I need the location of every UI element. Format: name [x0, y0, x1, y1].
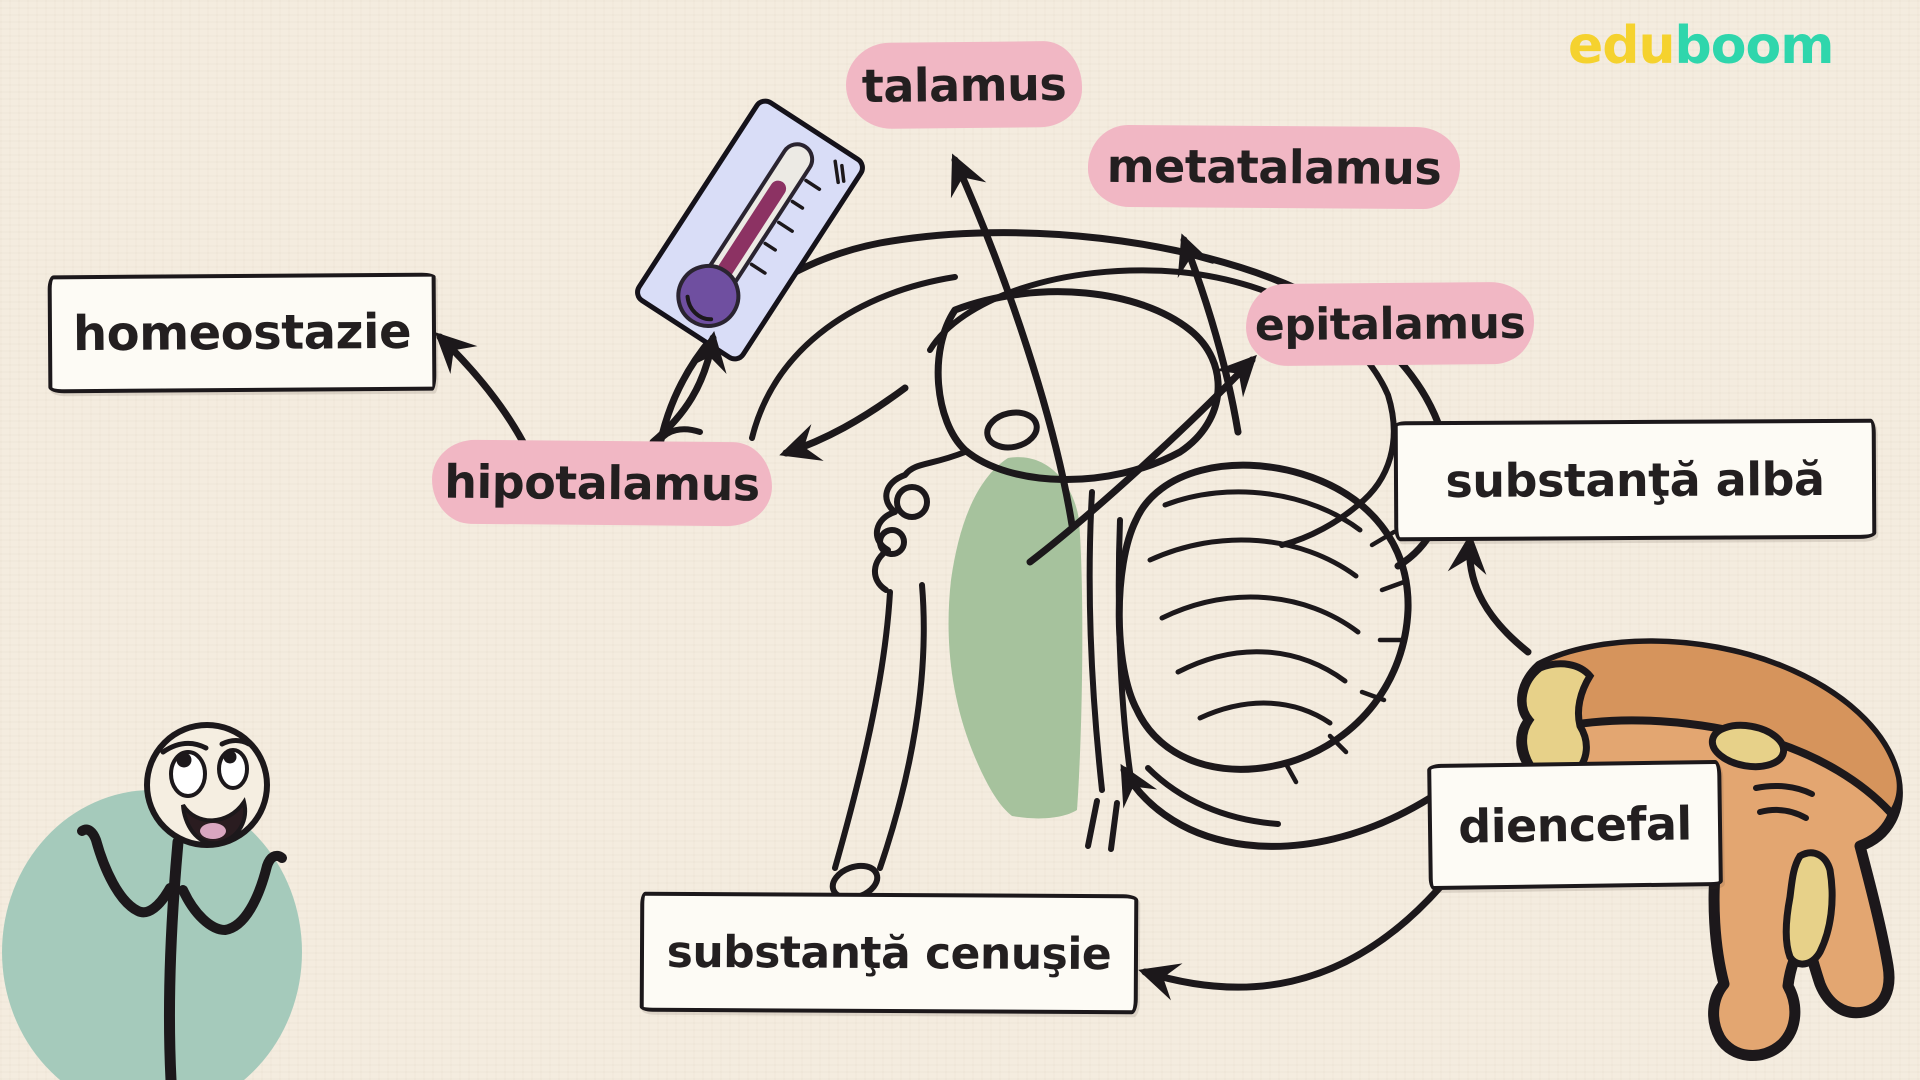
- optic-curl-1: [894, 484, 930, 520]
- diagram-arrows: [434, 153, 1532, 1001]
- label-substanta-cenusie-text: substanţă cenuşie: [666, 926, 1112, 980]
- character-right-pupil: [223, 750, 237, 764]
- brainstem-highlight: [948, 457, 1083, 819]
- label-substanta-alba-text: substanţă albă: [1445, 452, 1825, 508]
- diencephalon-wrinkle-1: [1753, 783, 1815, 797]
- cerebellum-outline: [1115, 461, 1412, 827]
- arrow-to-brainstem: [1120, 763, 1434, 850]
- label-hipotalamus-text: hipotalamus: [444, 454, 760, 512]
- stalk-line-front: [832, 589, 893, 871]
- diencephalon-wrinkle-2: [1757, 807, 1809, 821]
- medulla-tick-1: [1085, 798, 1100, 849]
- cingulate-line: [749, 274, 958, 441]
- character-circle-background: [2, 790, 302, 1080]
- thalamus-egg-outline: [934, 288, 1222, 483]
- thermometer-shine: [833, 159, 846, 185]
- arrow-to-epitalamus: [1026, 354, 1257, 566]
- label-hipotalamus: hipotalamus: [431, 439, 773, 527]
- hypothalamus-curls: [872, 449, 968, 593]
- medulla-tick-2: [1108, 800, 1120, 852]
- optic-curl-2: [877, 527, 907, 557]
- eduboom-logo-edu: edu: [1568, 16, 1676, 76]
- character-left-arm: [77, 824, 175, 918]
- thermometer-icon: [635, 98, 865, 362]
- eduboom-logo-boom: boom: [1674, 16, 1835, 76]
- character-body: [163, 836, 184, 1080]
- label-diencefal-text: diencefal: [1457, 796, 1693, 854]
- label-homeostazie: homeostazie: [47, 272, 437, 394]
- character-right-eyebrow: [219, 738, 252, 747]
- label-metatalamus-text: metatalamus: [1106, 138, 1442, 196]
- label-substanta-cenusie: substanţă cenuşie: [639, 891, 1139, 1015]
- stalk-line-back: [877, 582, 927, 871]
- label-talamus-text: talamus: [861, 56, 1067, 114]
- character-left-eyebrow: [160, 740, 209, 755]
- shrugging-character: [2, 722, 302, 1080]
- arrow-to-homeostazie: [434, 332, 527, 446]
- diencephalon-yellow-strip: [1782, 849, 1836, 968]
- label-talamus: talamus: [845, 40, 1083, 130]
- label-diencefal: diencefal: [1427, 759, 1723, 891]
- thermometer-bulb-highlight: [685, 294, 714, 322]
- arrow-to-substanta-cenusie: [1138, 874, 1452, 1001]
- interthalamic-adhesion: [984, 409, 1040, 451]
- label-homeostazie-text: homeostazie: [72, 303, 412, 363]
- label-epitalamus: epitalamus: [1245, 281, 1535, 367]
- label-metatalamus: metatalamus: [1087, 124, 1461, 210]
- arrow-to-hipotalamus: [779, 384, 909, 461]
- arrow-to-thermometer: [649, 331, 727, 446]
- label-substanta-alba: substanţă albă: [1393, 418, 1877, 542]
- thermometer-ticks: [749, 178, 822, 275]
- diencephalon-yellow-oval: [1708, 721, 1788, 771]
- label-epitalamus-text: epitalamus: [1254, 297, 1526, 351]
- arrow-to-metatalamus: [1177, 233, 1242, 436]
- thermometer-mercury: [712, 180, 787, 286]
- character-mouth: [181, 797, 247, 846]
- character-left-pupil: [176, 752, 192, 768]
- character-tongue: [200, 823, 226, 839]
- arrow-to-substanta-alba: [1447, 532, 1532, 656]
- character-right-arm: [178, 850, 287, 935]
- pons-line-1: [1086, 489, 1105, 793]
- arrow-to-talamus: [950, 153, 1076, 529]
